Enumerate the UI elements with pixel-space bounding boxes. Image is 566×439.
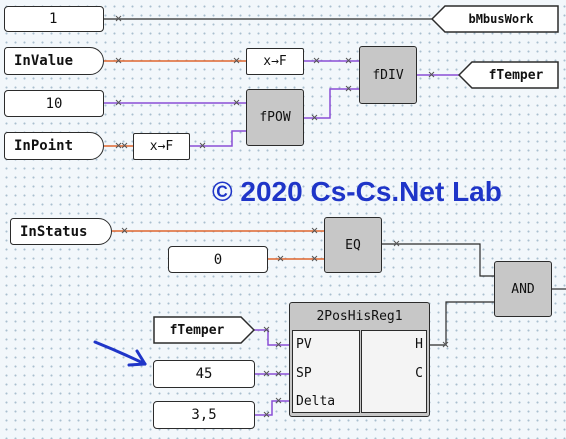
const-delta[interactable]: 3,5 [153, 401, 255, 429]
output-ftemper-label: fTemper [489, 68, 544, 83]
input-instatus[interactable]: InStatus [10, 218, 112, 245]
pin-pv[interactable]: PV [296, 337, 312, 352]
block-2poshisreg-outputs [361, 330, 427, 413]
wire-delta [255, 400, 289, 416]
block-and[interactable]: AND [494, 261, 552, 317]
wire-conv2-fpow [190, 130, 246, 147]
output-ftemper[interactable]: fTemper [458, 61, 560, 89]
pin-c[interactable]: C [415, 366, 423, 381]
wire-eq-and [382, 243, 494, 277]
watermark-text: © 2020 Cs-Cs.Net Lab [212, 176, 502, 207]
pin-h[interactable]: H [415, 337, 423, 352]
block-2poshisreg-inputs [292, 330, 360, 413]
annotation-arrow [93, 340, 147, 367]
wire-fpow-fdiv [304, 88, 359, 119]
block-int-to-float-1[interactable]: x→F [246, 48, 304, 75]
output-bmbuswork-label: bMbusWork [468, 12, 534, 26]
const-setpoint[interactable]: 45 [153, 360, 255, 388]
input-ftemper-signal[interactable]: fTemper [153, 316, 256, 345]
const-pow-base[interactable]: 10 [4, 90, 104, 117]
block-int-to-float-2[interactable]: x→F [133, 133, 190, 160]
input-inpoint[interactable]: InPoint [4, 132, 104, 160]
output-bmbuswork[interactable]: bMbusWork [431, 5, 560, 33]
const-bmbus-value[interactable]: 1 [4, 6, 104, 32]
wire-reg-and [430, 301, 494, 346]
block-fpow[interactable]: fPOW [246, 89, 304, 146]
wire-markers [115, 15, 449, 418]
block-fdiv[interactable]: fDIV [359, 46, 417, 104]
input-ftemper-label: fTemper [170, 323, 225, 338]
pin-delta[interactable]: Delta [296, 394, 336, 409]
const-eq-compare[interactable]: 0 [168, 246, 268, 273]
block-eq[interactable]: EQ [324, 217, 382, 273]
pin-sp[interactable]: SP [296, 366, 312, 381]
block-2poshisreg-title: 2PosHisReg1 [316, 308, 403, 324]
block-2poshisreg[interactable]: 2PosHisReg1 PV SP Delta H C [289, 302, 430, 417]
input-invalue[interactable]: InValue [4, 47, 104, 75]
wire-ftemper-pv [254, 329, 289, 346]
